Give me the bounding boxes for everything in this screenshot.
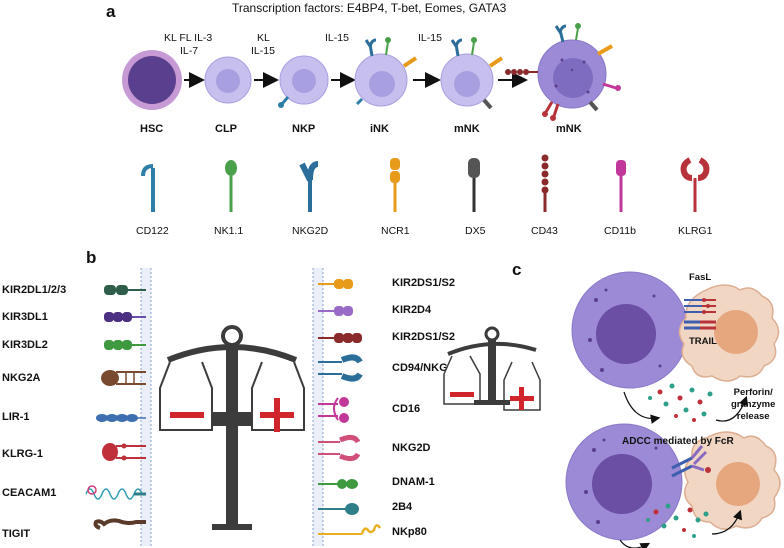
- receptor-nkg2d-b-glyph: [318, 434, 361, 462]
- receptor-nkg2a-glyph: [101, 370, 146, 386]
- granules-bottom: [646, 503, 709, 538]
- receptor-ceacam1-glyph: [85, 485, 146, 500]
- trail-receptor: [684, 320, 716, 330]
- inhibitory-membrane: [140, 268, 152, 546]
- release-arrow-bottom: [619, 539, 651, 548]
- receptor-lir1-label: LIR-1: [2, 411, 30, 423]
- target-arrow-bottom: [711, 509, 743, 535]
- marker-klrg1: KLRG1: [678, 225, 713, 237]
- marker-dx5-glyph: [468, 158, 480, 212]
- panel-label-b: b: [86, 248, 97, 267]
- marker-ncr1-glyph: [390, 158, 400, 212]
- receptor-kir2dl-label: KIR2DL1/2/3: [2, 284, 67, 296]
- trail-label: TRAIL: [689, 336, 717, 347]
- receptor-klrg1-label: KLRG-1: [2, 448, 43, 460]
- balance-scale-b: [159, 325, 305, 530]
- marker-nkg2d: NKG2D: [292, 225, 329, 237]
- cytokines-clp-nkp-2: IL-15: [251, 45, 275, 57]
- receptor-cd94-label: CD94/NKG2C: [392, 362, 462, 374]
- hsc-cell: [122, 50, 182, 110]
- receptor-cd16-glyph: [318, 397, 349, 423]
- receptor-cd94-glyph: [318, 354, 363, 382]
- mnk-cell: [440, 37, 504, 110]
- marker-cd43-glyph: [541, 154, 549, 212]
- marker-cd11b-glyph: [616, 160, 626, 212]
- receptor-kir2d4-glyph: [318, 306, 353, 316]
- marker-dx5: DX5: [465, 225, 486, 237]
- perforin-granzyme-label: Perforin/ granzyme release: [731, 387, 776, 422]
- receptor-kir2ds1-2-label: KIR2DS1/S2: [392, 331, 455, 343]
- target-cell-top: [678, 284, 780, 382]
- receptor-ceacam1-label: CEACAM1: [2, 487, 57, 499]
- marker-klrg1-glyph: [680, 157, 710, 212]
- fcr-antibody: [671, 445, 711, 478]
- marker-nk11-glyph: [225, 160, 237, 212]
- cytokines-clp-nkp-1: KL: [257, 32, 270, 44]
- nkp-cell: [278, 55, 329, 108]
- receptor-kir2ds1-glyph: [318, 279, 353, 289]
- cytokines-hsc-clp-1: KL FL IL-3: [164, 32, 213, 44]
- stage-mnk: mNK: [454, 123, 480, 135]
- receptor-nkg2d-label: NKG2D: [392, 442, 431, 454]
- receptor-tigit-label: TIGIT: [2, 528, 31, 540]
- marker-nk11: NK1.1: [214, 225, 244, 237]
- receptor-lir1-glyph: [96, 414, 146, 422]
- cytokines-nkp-ink: IL-15: [325, 32, 349, 44]
- receptor-dnam1-label: DNAM-1: [392, 476, 435, 488]
- receptor-kir2d4-label: KIR2D4: [392, 304, 432, 316]
- nk-cell-top: [571, 271, 689, 389]
- receptor-kir2ds1-2-glyph: [318, 333, 362, 343]
- panel-label-c: c: [512, 260, 522, 279]
- marker-cd122-glyph: [141, 164, 155, 212]
- mature-mnk-cell: [505, 23, 621, 121]
- receptor-2b4-label: 2B4: [392, 501, 413, 513]
- receptor-kir3dl1-glyph: [104, 312, 146, 322]
- fasl-receptor: [684, 298, 716, 314]
- marker-cd11b: CD11b: [604, 225, 636, 237]
- stage-mnk-mature: mNK: [556, 123, 582, 135]
- receptor-nkg2a-label: NKG2A: [2, 372, 41, 384]
- granules-top: [648, 383, 713, 422]
- release-arrow-top: [623, 391, 661, 424]
- clp-cell: [204, 56, 252, 104]
- adcc-label: ADCC mediated by FcR: [622, 436, 734, 447]
- marker-nkg2d-glyph: [299, 161, 319, 212]
- receptor-kir3dl1-label: KIR3DL1: [2, 311, 48, 323]
- marker-ncr1: NCR1: [381, 225, 410, 237]
- activating-membrane: [312, 268, 324, 546]
- receptor-tigit-glyph: [93, 518, 146, 530]
- panel-label-a: a: [106, 2, 116, 21]
- target-cell-bottom: [684, 431, 781, 530]
- transcription-factors-title: Transcription factors: E4BP4, T-bet, Eom…: [232, 1, 507, 15]
- target-arrow-top: [715, 395, 749, 422]
- marker-cd122: CD122: [136, 225, 169, 237]
- nk-cell-bottom: [565, 423, 683, 541]
- ink-cell: [354, 37, 418, 107]
- receptor-kir3dl2-glyph: [104, 340, 146, 350]
- stage-ink: iNK: [370, 123, 389, 135]
- marker-cd43: CD43: [531, 225, 558, 237]
- cytokines-hsc-clp-2: IL-7: [180, 45, 199, 57]
- receptor-klrg1-glyph: [102, 443, 146, 461]
- receptor-kir2ds1-label: KIR2DS1/S2: [392, 277, 455, 289]
- receptor-nkp80-label: NKp80: [392, 526, 427, 538]
- receptor-dnam1-glyph: [318, 479, 358, 489]
- stage-nkp: NKP: [292, 123, 316, 135]
- cytokines-ink-mnk: IL-15: [418, 32, 442, 44]
- receptor-cd16-label: CD16: [392, 403, 421, 415]
- fasl-label: FasL: [689, 272, 712, 283]
- receptor-2b4-glyph: [318, 503, 359, 515]
- receptor-kir2dl-glyph: [104, 285, 146, 295]
- stage-hsc: HSC: [140, 123, 164, 135]
- receptor-nkp80-glyph: [318, 524, 382, 535]
- balance-scale-c: [443, 326, 541, 411]
- stage-clp: CLP: [215, 123, 237, 135]
- receptor-kir3dl2-label: KIR3DL2: [2, 339, 48, 351]
